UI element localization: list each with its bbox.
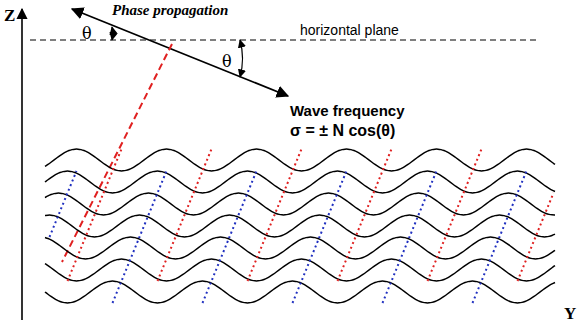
angle-arc (240, 40, 242, 77)
phase-dotted-line (203, 171, 257, 303)
wave-lines (45, 149, 555, 303)
phase-dotted-line (473, 171, 527, 303)
phase-dotted-line (248, 149, 302, 281)
phase-dotted-line (158, 149, 212, 281)
phase-dotted-line (338, 149, 392, 281)
axis-label: Z (4, 6, 15, 26)
phase-propagation-arrow (72, 9, 288, 96)
phase-dotted-line (50, 171, 77, 237)
angle-arc (111, 27, 113, 40)
isopycnal-line (45, 259, 555, 281)
plane-label: horizontal plane (300, 22, 399, 38)
isopycnal-line (45, 149, 555, 171)
isopycnal-line (45, 193, 555, 215)
isopycnal-line (45, 171, 555, 193)
isopycnal-line (45, 237, 555, 259)
phase-line (62, 44, 172, 262)
isopycnal-line (45, 215, 555, 237)
angle-label: θ (222, 52, 232, 71)
phase-dotted-line (293, 171, 347, 303)
angle-label: θ (82, 24, 92, 43)
phase-dotted-line (428, 149, 482, 281)
wave-frequency-label: Wave frequency (290, 102, 405, 119)
phase-dotted-line (383, 171, 437, 303)
phase-dotted-line (68, 149, 122, 281)
dispersion-formula: σ = ± N cos(θ) (290, 122, 395, 140)
z-axis (21, 9, 23, 320)
horizontal-plane-line (30, 39, 540, 40)
phase-propagation-label: Phase propagation (112, 2, 228, 19)
phase-dotted-line (113, 171, 167, 303)
phase-dotted-line (518, 193, 554, 281)
axis-label: Y (564, 304, 576, 324)
